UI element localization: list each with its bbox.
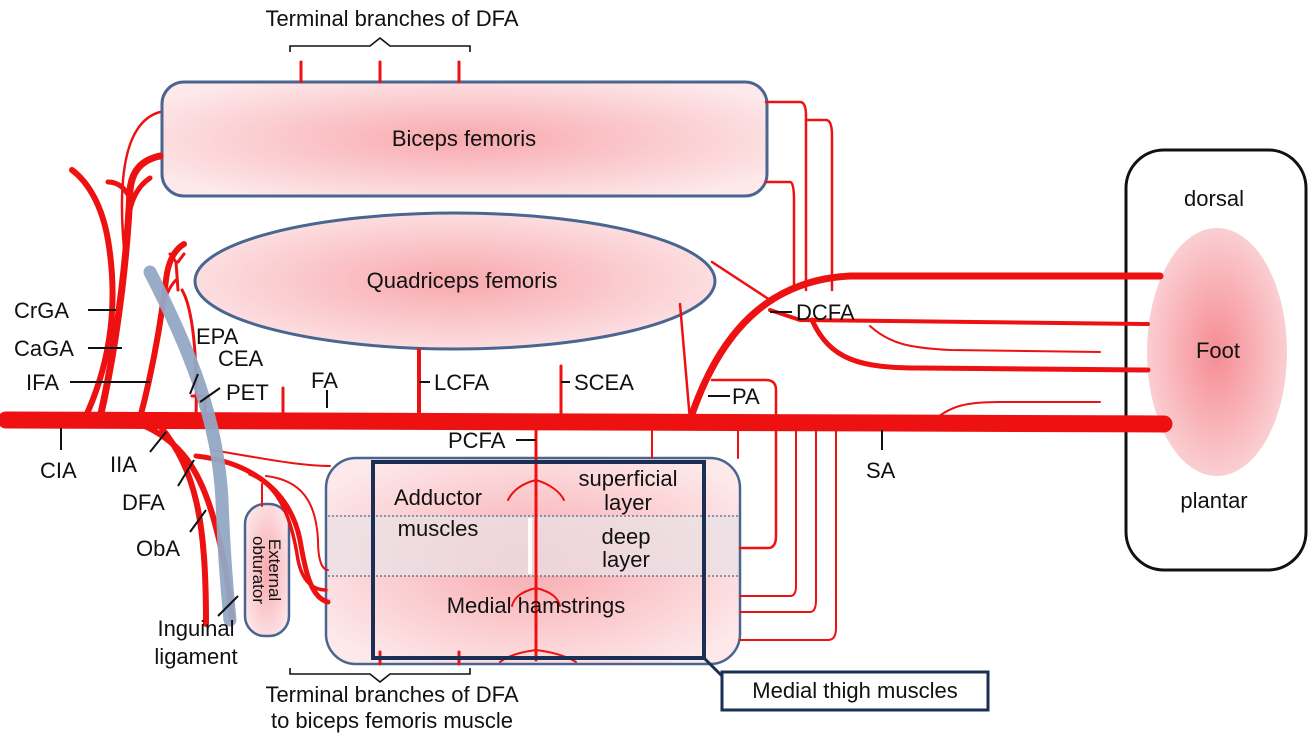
medial-thigh-outline-box xyxy=(371,460,706,660)
bottom-brace-label-line2: to biceps femoris muscle xyxy=(271,708,513,733)
label-fa: FA xyxy=(311,368,338,393)
quad-to-dcfa xyxy=(710,260,772,302)
pcfa-branch-l3 xyxy=(499,649,537,663)
medial-thigh-label: Medial thigh muscles xyxy=(752,678,957,703)
label-crga: CrGA xyxy=(14,298,69,323)
bottom-brace-label-line1: Terminal branches of DFA xyxy=(265,682,518,707)
crga-artery xyxy=(69,167,116,421)
dfa-to-medial xyxy=(193,453,331,605)
dcfa-deep-branch xyxy=(809,317,1151,373)
foot-center-label: Foot xyxy=(1196,338,1240,363)
label-pet: PET xyxy=(226,380,269,405)
medial-right-loop-1 xyxy=(710,378,778,550)
caga-branch-a xyxy=(125,175,153,225)
medial-thigh-callout-line xyxy=(702,656,724,678)
caga-branch-b xyxy=(105,179,133,201)
main-arterial-trunk xyxy=(0,411,1173,433)
deep-layer-line2: layer xyxy=(602,547,650,572)
oba-artery xyxy=(157,423,209,627)
superficial-layer-line1: superficial xyxy=(578,466,677,491)
external-obturator-muscle xyxy=(243,502,291,638)
dfa-upper-loop xyxy=(211,449,331,467)
foot-ellipse xyxy=(1147,228,1287,476)
pcfa-branch-r1 xyxy=(535,479,565,501)
deep-layer-band xyxy=(328,516,738,576)
label-epa: EPA xyxy=(196,324,239,349)
external-obturator-line2: obturator xyxy=(249,536,268,604)
ifa-tip-a xyxy=(168,252,180,292)
deep-layer-line1: deep xyxy=(602,524,651,549)
label-cia: CIA xyxy=(40,458,77,483)
biceps-top-right xyxy=(804,118,834,292)
external-obturator-label: External obturator xyxy=(249,536,284,604)
medial-right-loop-4 xyxy=(739,425,837,641)
label-lcfa: LCFA xyxy=(434,370,489,395)
dfa-to-medial-2 xyxy=(265,475,329,571)
label-scea: SCEA xyxy=(574,370,634,395)
top-brace xyxy=(289,36,471,52)
label-inguinal-line2: ligament xyxy=(154,644,237,669)
biceps-femoris-muscle xyxy=(160,80,769,198)
pcfa-branch-l2 xyxy=(511,587,537,607)
foot-plantar-label: plantar xyxy=(1180,488,1247,513)
quadriceps-femoris-label: Quadriceps femoris xyxy=(367,268,558,293)
adductor-label-line1: Adductor xyxy=(394,485,482,510)
biceps-right-loop xyxy=(764,100,808,292)
superficial-layer-line2: layer xyxy=(604,490,652,515)
medial-thigh-label-box xyxy=(720,670,990,712)
label-sa: SA xyxy=(866,458,896,483)
quad-branch-right xyxy=(678,302,692,422)
dfa-inner xyxy=(248,472,328,592)
external-obturator-line1: External xyxy=(265,539,284,601)
label-dfa: DFA xyxy=(122,490,165,515)
label-iia: IIA xyxy=(110,452,137,477)
pcfa-branch-r2 xyxy=(535,587,561,607)
foot-dorsal-label: dorsal xyxy=(1184,186,1244,211)
top-brace-label: Terminal branches of DFA xyxy=(265,6,518,31)
sa-branch xyxy=(929,401,1101,425)
inguinal-ligament xyxy=(143,265,237,627)
crga-branch-biceps xyxy=(120,110,162,250)
dcfa-artery xyxy=(768,308,1150,326)
adductor-label-line2: muscles xyxy=(398,516,479,541)
ifa-tip-b xyxy=(176,252,186,264)
biceps-right-loop-2 xyxy=(764,180,796,292)
bottom-brace xyxy=(289,668,471,684)
label-caga: CaGA xyxy=(14,336,74,361)
label-pa: PA xyxy=(732,384,760,409)
medial-hamstrings-label: Medial hamstrings xyxy=(447,593,626,618)
label-pcfa: PCFA xyxy=(448,428,506,453)
label-dcfa: DCFA xyxy=(796,300,855,325)
medial-right-loop-3 xyxy=(739,425,817,613)
dcfa-superficial-branch xyxy=(869,325,1101,353)
label-cea: CEA xyxy=(218,346,264,371)
pcfa-branch-l1 xyxy=(507,479,537,501)
biceps-femoris-label: Biceps femoris xyxy=(392,126,536,151)
label-ifa: IFA xyxy=(26,370,59,395)
quadriceps-femoris-muscle xyxy=(193,211,717,351)
label-inguinal-line1: Inguinal xyxy=(157,616,234,641)
medial-right-loop-2 xyxy=(739,425,797,597)
pcfa-branch-r3 xyxy=(535,649,577,663)
label-oba: ObA xyxy=(136,536,180,561)
label-leader-lines xyxy=(60,309,883,617)
